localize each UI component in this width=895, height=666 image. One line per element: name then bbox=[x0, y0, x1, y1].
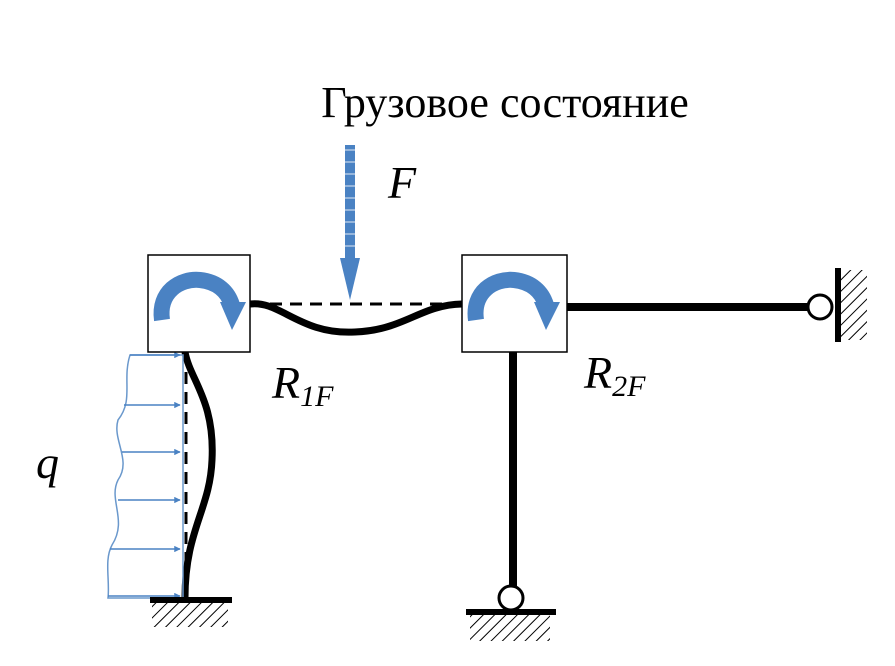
force-label: F bbox=[387, 157, 417, 208]
node-1-constraint bbox=[147, 254, 251, 353]
reaction-2-label: R2F bbox=[583, 347, 646, 403]
load-label: q bbox=[36, 437, 59, 488]
deformed-beam bbox=[249, 300, 463, 336]
diagram-title: Грузовое состояние bbox=[321, 78, 689, 127]
deformed-left-column bbox=[181, 351, 216, 599]
rotation-arrow-icon bbox=[467, 271, 560, 330]
node-2-constraint bbox=[461, 254, 568, 353]
reaction-1-label: R1F bbox=[271, 357, 334, 413]
fixed-support-icon bbox=[150, 597, 232, 627]
pin-support-icon bbox=[466, 584, 556, 641]
rotation-arrow-icon bbox=[153, 271, 246, 330]
pin-support-icon bbox=[806, 268, 867, 342]
force-arrow-icon bbox=[340, 145, 360, 300]
distributed-load-q bbox=[106, 351, 184, 600]
